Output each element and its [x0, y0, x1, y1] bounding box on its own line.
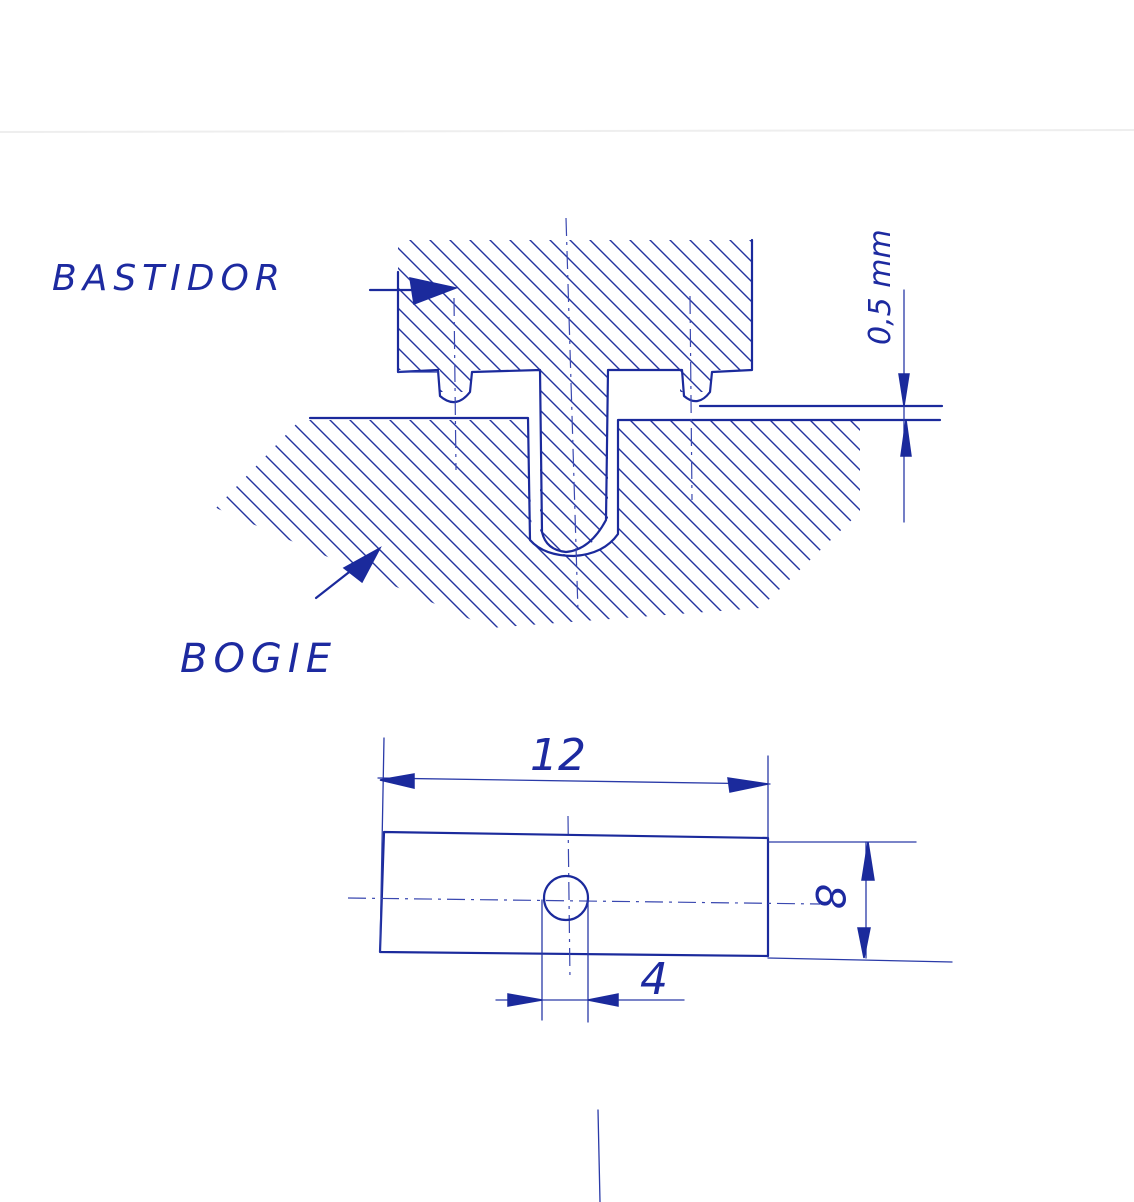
plate-centerline-h	[347, 897, 821, 905]
hatch-line	[779, 420, 860, 628]
centerline-right	[689, 295, 693, 501]
hatch-line	[659, 240, 752, 552]
bogie-label: BOGIE	[180, 636, 337, 682]
plate-centerline-v	[567, 815, 571, 981]
frame-label: BASTIDOR	[52, 258, 286, 299]
width-arrow-right	[727, 777, 769, 793]
plate-bottom-extension	[767, 957, 953, 963]
hatch-line	[619, 240, 752, 552]
hatch-line	[0, 410, 170, 640]
height-dimension-text: 8	[806, 884, 852, 909]
hatch-line	[839, 420, 860, 628]
gap-dimension-text: 0,5 mm	[863, 229, 898, 345]
hatch-line	[0, 410, 70, 640]
hatch-line	[279, 420, 511, 628]
hatch-line	[679, 420, 860, 628]
width-dimension-text: 12	[530, 730, 586, 781]
plate-outline	[378, 830, 770, 958]
hatch-line	[239, 420, 471, 628]
gap-arrow-bottom	[900, 419, 912, 457]
bogie-outline	[308, 416, 942, 558]
paper-edge	[0, 129, 1134, 133]
hatch-line	[339, 420, 571, 628]
bogie-hatching	[0, 410, 860, 640]
hatch-line	[0, 410, 210, 640]
hatch-line	[0, 410, 10, 640]
hatch-line	[0, 410, 90, 640]
hatch-line	[216, 420, 231, 628]
hatch-line	[398, 240, 611, 552]
hatch-line	[0, 410, 150, 640]
hatch-line	[216, 420, 251, 628]
hatch-line	[699, 420, 860, 628]
width-arrow-left	[379, 773, 415, 789]
height-arrow-top	[861, 841, 875, 881]
frame-outline	[396, 238, 754, 554]
frame-hatching	[398, 240, 752, 552]
hatch-line	[599, 240, 752, 552]
hatch-line	[319, 420, 551, 628]
hatch-line	[719, 420, 860, 628]
hatch-line	[639, 240, 752, 552]
hatch-line	[579, 240, 752, 552]
hatch-line	[379, 420, 611, 628]
height-arrow-bottom	[857, 927, 871, 959]
frame-arrow-head	[409, 277, 459, 306]
hole-arrow-right	[587, 993, 619, 1007]
width-dimension-line	[377, 777, 771, 785]
hole-circle	[542, 874, 590, 922]
hatch-line	[398, 240, 631, 552]
hatch-line	[0, 410, 110, 640]
centerline-left	[453, 297, 457, 471]
hatch-line	[359, 420, 591, 628]
hole-arrow-left	[507, 993, 543, 1007]
hatch-line	[259, 420, 491, 628]
hatch-line	[398, 240, 651, 552]
hatch-line	[0, 410, 50, 640]
gap-arrow-top	[898, 373, 910, 407]
hatch-line	[216, 420, 271, 628]
hatch-line	[0, 410, 30, 640]
hatch-line	[799, 420, 860, 628]
hatch-line	[0, 410, 130, 640]
hatch-line	[819, 420, 860, 628]
hatch-line	[759, 420, 860, 628]
plate-left-extension	[379, 737, 385, 953]
hatch-line	[299, 420, 531, 628]
hatch-line	[859, 420, 860, 628]
hole-dimension-text: 4	[640, 954, 668, 1005]
hatch-line	[0, 410, 190, 640]
bogie-arrow-head	[342, 546, 382, 584]
hatch-line	[679, 240, 752, 552]
stray-line	[597, 1109, 601, 1202]
hatch-line	[399, 420, 631, 628]
